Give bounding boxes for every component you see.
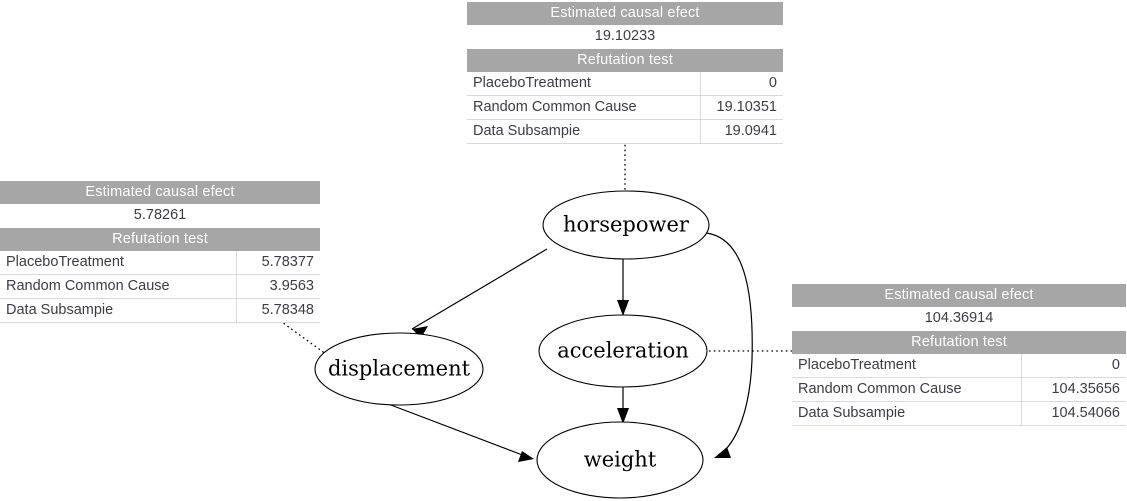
edge-horsepower-weight <box>705 232 753 458</box>
table-top-row-1-label: Random Common Cause <box>467 95 702 120</box>
table-right-row-1-label: Random Common Cause <box>792 377 1023 402</box>
table-row: PlaceboTreatment 5.78377 <box>0 251 320 275</box>
table-row: Data Subsampie 5.78348 <box>0 298 320 323</box>
table-top-row-2-value: 19.0941 <box>700 119 783 144</box>
table-right-row-0-value: 0 <box>1021 354 1126 378</box>
table-row: Random Common Cause 3.9563 <box>0 274 320 299</box>
graph-node-acceleration-label: acceleration <box>557 339 689 363</box>
graph-node-weight[interactable]: weight <box>536 421 704 499</box>
table-top-row-0-value: 0 <box>700 72 783 96</box>
table-top-effect-header: Estimated causal efect <box>467 2 783 25</box>
table-left-row-0-value: 5.78377 <box>236 251 320 275</box>
table-right-effect-header-row: Estimated causal efect <box>792 284 1126 307</box>
table-right-row-1-value: 104.35656 <box>1021 377 1126 402</box>
table-right-row-0-label: PlaceboTreatment <box>792 354 1023 378</box>
table-left-refutation-header: Refutation test <box>0 227 320 251</box>
graph-node-displacement[interactable]: displacement <box>314 332 484 406</box>
table-top-refutation-header: Refutation test <box>467 48 783 72</box>
edge-horsepower-displacement <box>411 248 548 338</box>
graph-node-horsepower[interactable]: horsepower <box>542 190 710 260</box>
table-row: PlaceboTreatment 0 <box>467 72 783 96</box>
table-left-refutation-header-row: Refutation test <box>0 227 320 251</box>
table-left-row-2-value: 5.78348 <box>236 298 320 323</box>
table-right-refutation-header: Refutation test <box>792 330 1126 354</box>
graph-node-horsepower-label: horsepower <box>563 213 690 237</box>
result-table-acceleration: Estimated causal efect 104.36914 Refutat… <box>792 284 1126 426</box>
graph-node-weight-label: weight <box>584 448 657 472</box>
table-top-row-0-label: PlaceboTreatment <box>467 72 702 96</box>
table-top-effect-value-row: 19.10233 <box>467 25 783 49</box>
table-row: Random Common Cause 104.35656 <box>792 377 1126 402</box>
table-left-row-2-label: Data Subsampie <box>0 298 237 323</box>
connector-left-table-to-displacement <box>267 311 331 358</box>
table-row: Random Common Cause 19.10351 <box>467 95 783 120</box>
table-left-row-0-label: PlaceboTreatment <box>0 251 237 275</box>
table-left-effect-header-row: Estimated causal efect <box>0 181 320 204</box>
table-left-effect-value-row: 5.78261 <box>0 204 320 228</box>
table-row: PlaceboTreatment 0 <box>792 354 1126 378</box>
table-left-row-1-label: Random Common Cause <box>0 274 237 299</box>
table-right-effect-value: 104.36914 <box>792 307 1126 331</box>
table-top-effect-value: 19.10233 <box>467 25 783 49</box>
graph-node-displacement-label: displacement <box>328 357 471 381</box>
table-right-row-2-value: 104.54066 <box>1021 401 1126 426</box>
table-row: Data Subsampie 104.54066 <box>792 401 1126 426</box>
table-right-effect-value-row: 104.36914 <box>792 307 1126 331</box>
table-row: Data Subsampie 19.0941 <box>467 119 783 144</box>
edge-horsepower-acceleration <box>617 259 629 316</box>
table-top-row-2-label: Data Subsampie <box>467 119 702 144</box>
table-top-row-1-value: 19.10351 <box>700 95 783 120</box>
table-left-effect-value: 5.78261 <box>0 204 320 228</box>
table-left-row-1-value: 3.9563 <box>236 274 320 299</box>
table-left-effect-header: Estimated causal efect <box>0 181 320 204</box>
table-top-refutation-header-row: Refutation test <box>467 48 783 72</box>
table-right-row-2-label: Data Subsampie <box>792 401 1023 426</box>
edge-acceleration-weight <box>617 386 629 424</box>
result-table-displacement: Estimated causal efect 5.78261 Refutatio… <box>0 181 320 323</box>
table-right-effect-header: Estimated causal efect <box>792 284 1126 307</box>
table-right-refutation-header-row: Refutation test <box>792 330 1126 354</box>
result-table-horsepower: Estimated causal efect 19.10233 Refutati… <box>467 2 783 144</box>
edge-displacement-weight <box>382 401 534 462</box>
graph-node-acceleration[interactable]: acceleration <box>538 314 708 388</box>
table-top-effect-header-row: Estimated causal efect <box>467 2 783 25</box>
